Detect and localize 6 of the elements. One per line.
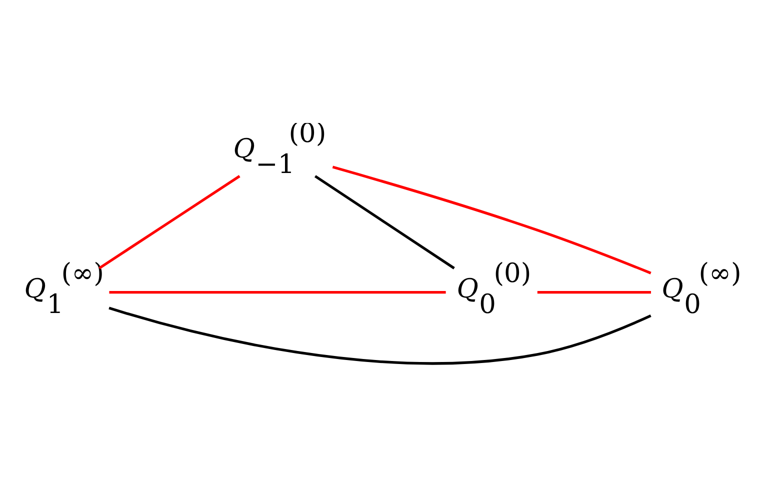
connector [108, 306, 652, 364]
connector [332, 165, 652, 274]
connector [109, 290, 446, 294]
connector [537, 290, 651, 294]
connector [98, 174, 240, 269]
connector [314, 174, 455, 269]
